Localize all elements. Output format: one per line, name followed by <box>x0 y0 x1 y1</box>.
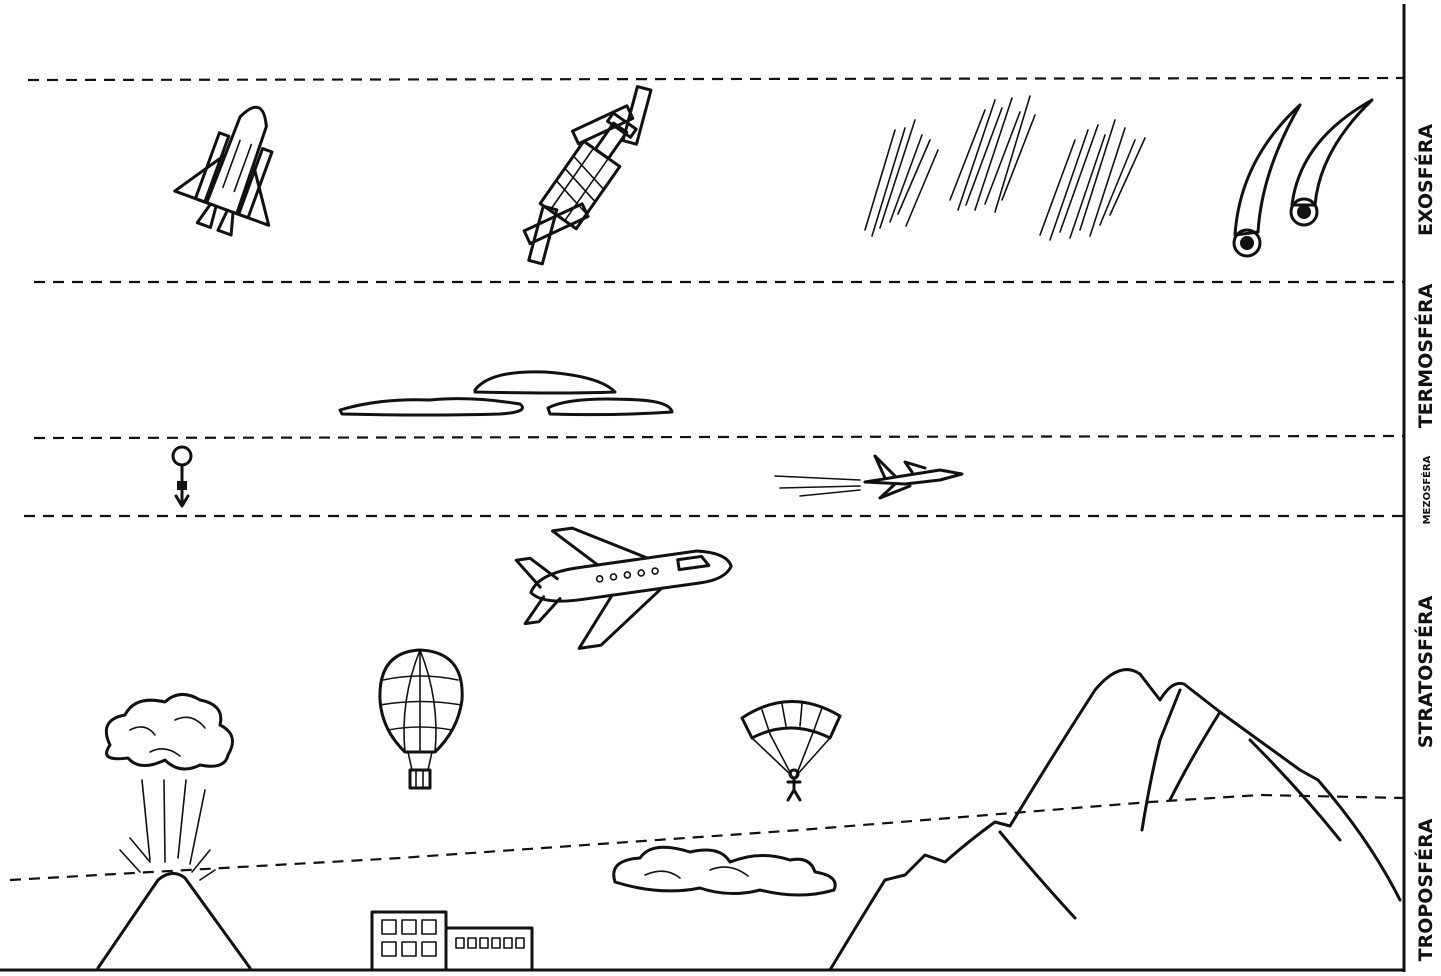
boundary-top <box>28 78 1404 80</box>
weather-balloon-icon <box>173 447 191 506</box>
label-mesosphere: MEZOSFÉRA <box>1420 455 1433 524</box>
label-stratosphere: STRATOSFÉRA <box>1414 595 1437 748</box>
meteors-icon <box>1234 100 1372 256</box>
noctilucent-clouds-icon <box>340 372 672 415</box>
paraglider-icon <box>742 701 840 800</box>
aurora-icon <box>865 96 1145 240</box>
airliner-icon <box>513 507 740 655</box>
mountains-icon <box>830 670 1400 970</box>
volcano-icon <box>98 694 250 968</box>
label-troposphere: TROPOSFÉRA <box>1414 818 1437 961</box>
hot-air-balloon-icon <box>380 650 462 788</box>
fighter-jet-icon <box>775 456 962 498</box>
satellite-icon <box>524 87 651 264</box>
space-shuttle-icon <box>167 91 305 246</box>
label-thermosphere: TERMOSFÉRA <box>1414 283 1437 428</box>
clouds-icon <box>614 847 835 895</box>
boundary-strato-tropo <box>10 795 1404 880</box>
layer-boundaries <box>10 78 1404 880</box>
layer-labels: EXOSFÉRA TERMOSFÉRA MEZOSFÉRA STRATOSFÉR… <box>1414 124 1437 962</box>
label-exosphere: EXOSFÉRA <box>1414 124 1437 236</box>
boundary-thermo-meso <box>34 436 1404 438</box>
building-icon <box>372 912 532 970</box>
